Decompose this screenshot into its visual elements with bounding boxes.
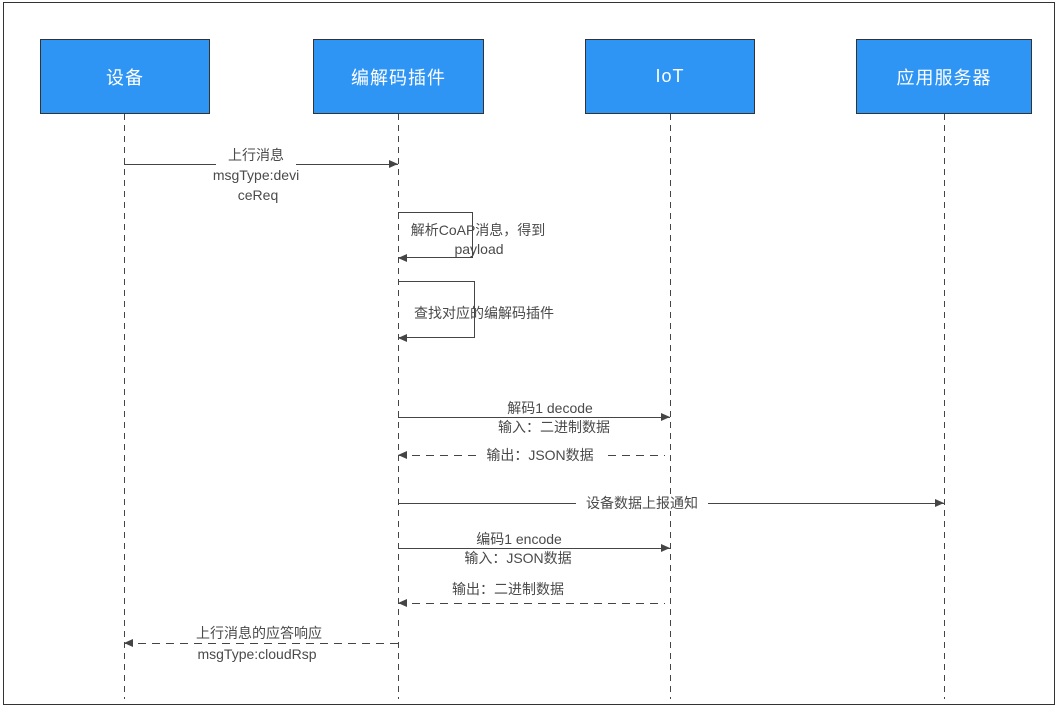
message-label-decode-2: 输入：二进制数据 <box>498 419 610 435</box>
arrowhead-icon <box>398 254 407 262</box>
diagram-border <box>3 2 1055 705</box>
message-line-uplink-response <box>124 643 398 645</box>
message-label-decode-output: 输出：JSON数据 <box>476 447 604 463</box>
message-label-decode-1: 解码1 decode <box>507 400 593 416</box>
actor-app-server: 应用服务器 <box>856 39 1032 114</box>
actor-codec-plugin: 编解码插件 <box>313 39 484 114</box>
arrowhead-icon <box>389 160 398 168</box>
message-line-decode <box>398 417 670 419</box>
message-label-uplink-response-2: msgType:cloudRsp <box>197 646 317 662</box>
lifeline-app-server <box>944 114 946 699</box>
arrowhead-icon <box>398 451 407 459</box>
self-message-find-plugin <box>398 281 475 338</box>
lifeline-codec-plugin <box>398 114 400 699</box>
self-message-parse-coap <box>398 212 473 258</box>
lifeline-iot <box>670 114 672 699</box>
lifeline-device <box>124 114 126 699</box>
message-label-parse-coap-1: 解析CoAP消息，得到 <box>410 222 546 238</box>
message-label-parse-coap-2: payload <box>454 241 504 257</box>
message-label-report-notify: 设备数据上报通知 <box>576 495 708 511</box>
message-label-uplink-1: 上行消息 <box>216 147 296 166</box>
arrowhead-icon <box>935 499 944 507</box>
actor-device: 设备 <box>40 39 210 114</box>
message-label-uplink-3: ceReq <box>237 187 279 203</box>
arrowhead-icon <box>661 544 670 552</box>
message-label-uplink-2: msgType:devi <box>212 167 300 183</box>
arrowhead-icon <box>661 413 670 421</box>
message-line-encode-output <box>398 603 665 605</box>
message-label-encode-2: 输入：JSON数据 <box>464 550 572 566</box>
arrowhead-icon <box>398 334 407 342</box>
arrowhead-icon <box>398 599 407 607</box>
message-label-uplink-response-1: 上行消息的应答响应 <box>196 625 322 641</box>
message-label-find-plugin: 查找对应的编解码插件 <box>414 305 554 321</box>
message-line-encode <box>398 548 670 550</box>
message-label-encode-output: 输出：二进制数据 <box>452 581 564 597</box>
arrowhead-icon <box>124 639 133 647</box>
message-label-encode-1: 编码1 encode <box>476 531 562 547</box>
actor-iot: IoT <box>585 39 755 114</box>
